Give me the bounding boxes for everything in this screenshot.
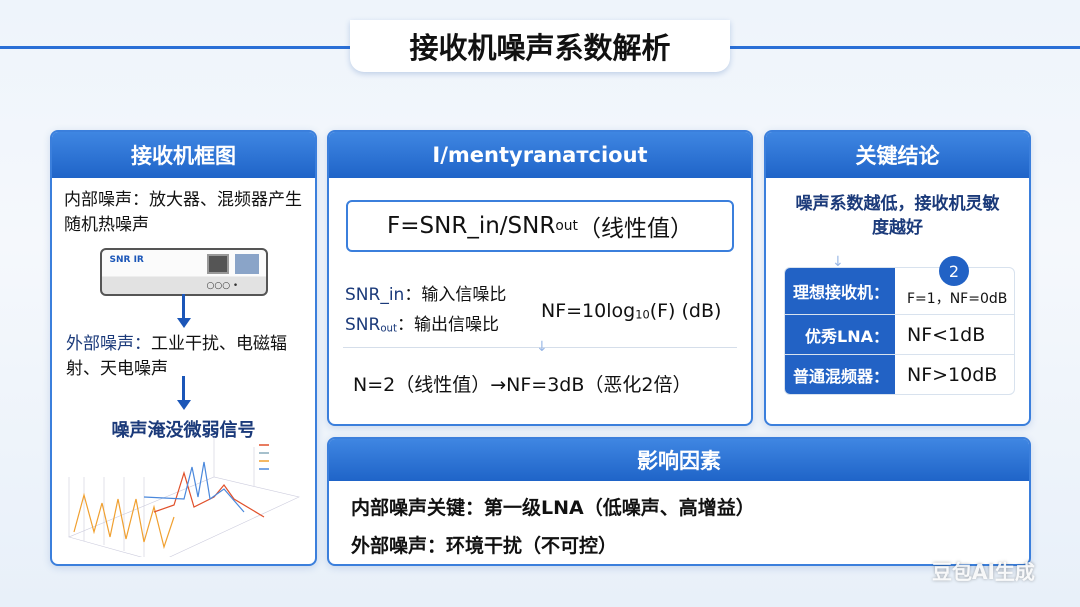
formula-sub: out	[555, 218, 578, 234]
row-label: 理想接收机：	[785, 268, 895, 314]
device-knobs: ○○○ •	[206, 281, 239, 291]
receiver-diagram-panel: 接收机框图 内部噪声：放大器、混频器产生随机热噪声 SNR IR ○○○ • 外…	[50, 130, 317, 566]
factor-external: 外部噪声：环境干扰（不可控）	[351, 535, 618, 557]
noise-3d-plot-image	[68, 437, 300, 557]
device-menu-icon	[234, 254, 259, 274]
nf-formula-sub: 10	[635, 307, 650, 322]
panel-header: I/mentyranaтciout	[329, 132, 751, 178]
factor-internal: 内部噪声关键：第一级LNA（低噪声、高增益）	[351, 497, 755, 519]
arrow-down-icon	[176, 294, 191, 328]
device-label: SNR IR	[109, 255, 144, 265]
panel-header: 关键结论	[766, 132, 1029, 178]
step-badge: 2	[939, 256, 969, 286]
result-text: 噪声淹没微弱信号	[111, 420, 256, 441]
factors-panel: 影响因素 内部噪声关键：第一级LNA（低噪声、高增益） 外部噪声：环境干扰（不可…	[327, 437, 1031, 566]
snr-in-def: SNR_in：输入信噪比	[345, 280, 506, 310]
snr-out-text: ：输出信噪比	[397, 315, 500, 335]
snr-in-label: SNR_in	[345, 285, 405, 305]
plot-series-orange	[73, 492, 175, 550]
arrow-down-icon	[176, 376, 191, 410]
receiver-device-image: SNR IR ○○○ •	[99, 248, 268, 296]
external-noise-label: 外部噪声：	[66, 334, 151, 354]
panel-header: 影响因素	[329, 439, 1029, 481]
internal-noise-text: 内部噪声：放大器、混频器产生随机热噪声	[64, 190, 302, 235]
snr-out-def: SNRout：输出信噪比	[345, 310, 506, 345]
row-value: NF<1dB	[907, 323, 986, 346]
arrow-down-icon: ↓	[832, 254, 844, 270]
row-value: F=1，NF=0dB	[907, 291, 1008, 307]
plot-series-blue	[143, 461, 245, 513]
snr-out-sub: out	[380, 323, 398, 335]
row-label: 优秀LNA：	[785, 315, 895, 354]
external-noise-desc: 工业干扰、电磁辐射、天电噪声	[66, 334, 287, 379]
nf-formula-main: NF=10log	[541, 300, 636, 322]
formula-main: F=SNR_in/SNR	[387, 213, 556, 239]
snr-out-label: SNR	[345, 315, 381, 335]
table-row: 优秀LNA： NF<1dB	[785, 314, 1014, 354]
divider	[343, 347, 737, 348]
device-screen	[206, 254, 229, 274]
banner-line-right	[720, 46, 1080, 49]
example-text: N=2（线性值）→NF=3dB（恶化2倍）	[353, 374, 692, 396]
row-value: NF>10dB	[907, 363, 998, 386]
panel-header: 接收机框图	[52, 132, 315, 178]
watermark: 豆包AI生成	[932, 560, 1035, 584]
page-title: 接收机噪声系数解析	[350, 20, 730, 72]
conclusion-text: 噪声系数越低，接收机灵敏度越好	[795, 194, 1000, 238]
plot-series-red	[153, 470, 265, 518]
conclusion-panel: 关键结论 噪声系数越低，接收机灵敏度越好 ↓ 理想接收机： F=1，NF=0dB …	[764, 130, 1031, 426]
formula-tail: （线性值）	[577, 216, 693, 242]
arrow-down-icon: ↓	[536, 339, 548, 355]
external-noise-text: 外部噪声：工业干扰、电磁辐射、天电噪声	[52, 326, 315, 386]
table-row: 理想接收机： F=1，NF=0dB	[785, 268, 1014, 314]
nf-formula: NF=10log10(F) (dB)	[541, 300, 721, 322]
table-row: 普通混频器： NF>10dB	[785, 354, 1014, 394]
nf-formula-tail: (F) (dB)	[649, 300, 722, 322]
row-label: 普通混频器：	[785, 355, 895, 394]
nf-reference-table: 理想接收机： F=1，NF=0dB 优秀LNA： NF<1dB 普通混频器： NF>1…	[784, 267, 1015, 395]
snr-in-text: ：输入信噪比	[404, 285, 507, 305]
banner-line-left	[0, 46, 360, 49]
